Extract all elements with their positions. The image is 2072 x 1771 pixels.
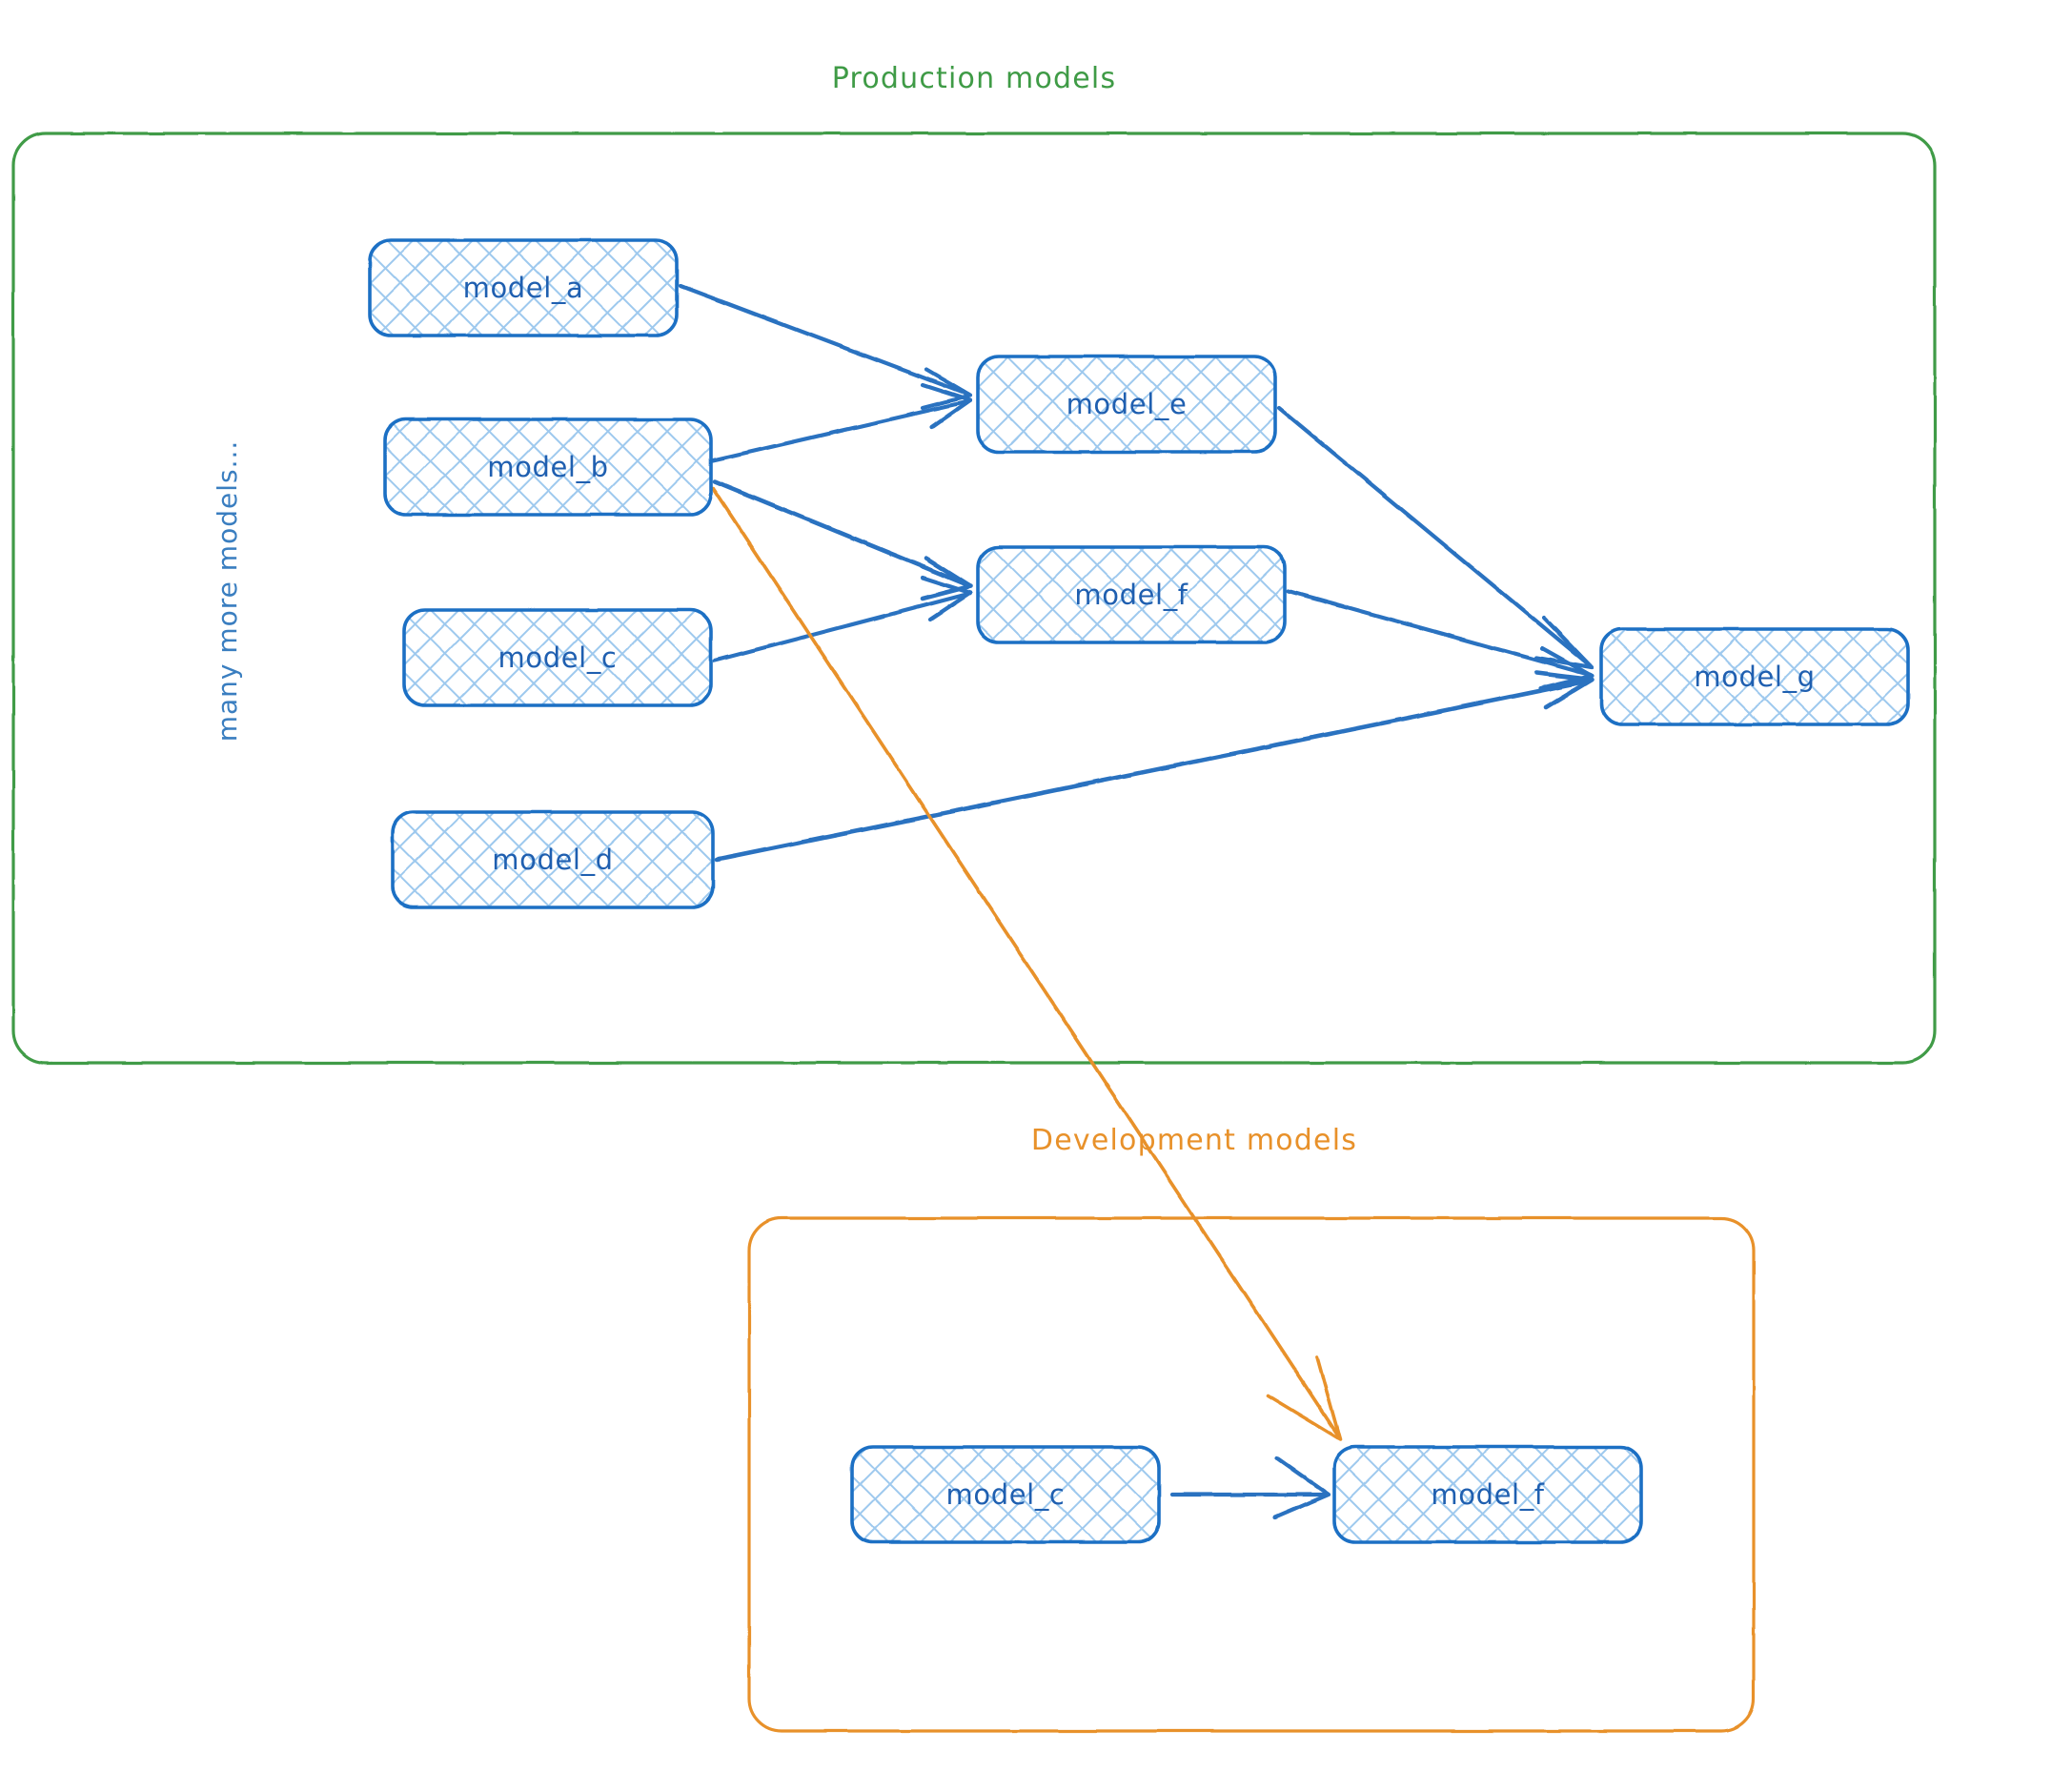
production-group-label: Production models [832,62,1117,95]
edge-model-b-to-model-f [712,478,973,601]
development-group-label: Development models [1031,1124,1357,1157]
node-prod-model-c-label: model_c [498,641,618,674]
edge-dev-model-c-to-dev-model-f [1169,1455,1331,1520]
edges-layer [678,283,1595,1520]
node-prod-model-f-label: model_f [1074,579,1188,611]
node-dev-model-c-label: model_c [946,1478,1066,1511]
node-dev-model-c-box[interactable] [850,1445,1161,1544]
node-prod-model-e-label: model_e [1066,388,1188,420]
node-prod-model-e[interactable]: model_e [976,355,1277,454]
development-container-border [747,1216,1756,1733]
edge-model-a-to-model-e [678,283,973,411]
node-prod-model-f-box[interactable] [976,545,1287,644]
node-dev-model-c[interactable]: model_c [850,1445,1161,1544]
group-development: Development models [747,1124,1756,1733]
node-prod-model-a-label: model_a [463,272,584,304]
edge-model-d-to-model-g [714,670,1595,863]
node-prod-model-e-box[interactable] [976,355,1277,454]
node-dev-model-f-label: model_f [1431,1478,1544,1511]
node-prod-model-c-box[interactable] [402,608,713,707]
edge-model-c-to-model-f [712,575,973,663]
edge-model-b-to-dev-model-f [711,486,1342,1441]
node-prod-model-a-box[interactable] [368,238,679,337]
node-prod-model-d[interactable]: model_d [391,810,715,909]
node-prod-model-g-box[interactable] [1599,627,1910,726]
node-prod-model-c[interactable]: model_c [402,608,713,707]
node-prod-model-g-label: model_g [1694,661,1815,693]
node-dev-model-f[interactable]: model_f [1332,1445,1643,1544]
node-prod-model-d-box[interactable] [391,810,715,909]
node-dev-model-f-box[interactable] [1332,1445,1643,1544]
node-prod-model-b[interactable]: model_b [383,417,713,517]
node-prod-model-b-box[interactable] [383,417,713,517]
node-prod-model-b-label: model_b [487,451,608,483]
many-more-models-label: many more models... [212,440,243,743]
edge-model-f-to-model-g [1286,588,1595,691]
production-container-border [11,132,1937,1065]
node-prod-model-f[interactable]: model_f [976,545,1287,644]
node-prod-model-g[interactable]: model_g [1599,627,1910,726]
nodes-layer: model_a model_b model_c model_d model_e [368,238,1910,1544]
node-prod-model-a[interactable]: model_a [368,238,679,337]
edge-model-b-to-model-e [710,382,973,463]
edge-model-e-to-model-g [1276,405,1595,670]
group-production: Production models [11,62,1937,1065]
node-prod-model-d-label: model_d [492,844,613,876]
